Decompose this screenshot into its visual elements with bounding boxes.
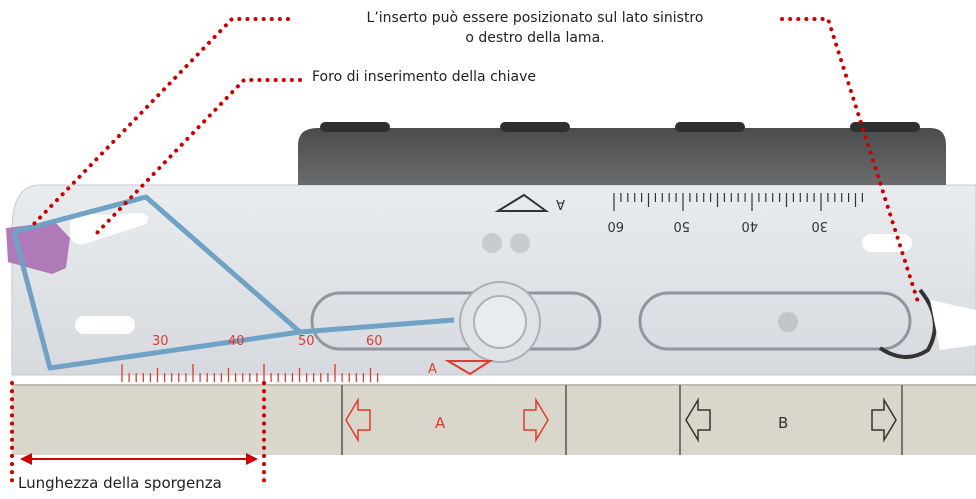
guide-plate (11, 184, 976, 376)
right-arrow-red-icon (523, 397, 549, 443)
bottom-rail (12, 385, 976, 455)
black-label-50: 50 (673, 218, 690, 233)
black-label-40: 40 (741, 218, 758, 233)
black-triangle-icon (494, 193, 550, 212)
black-scale-marker: A (556, 196, 565, 211)
left-arrow-black-icon (685, 397, 711, 443)
housing-knobs (320, 122, 920, 132)
red-scale (121, 364, 379, 382)
left-arrow-red-icon (345, 397, 371, 443)
key-hole-callout: Foro di inserimento della chiave (312, 69, 536, 85)
insert-side-callout: L’inserto può essere posizionato sul lat… (300, 8, 770, 48)
overhang-arrow (20, 453, 258, 465)
red-scale-labels: 30 40 50 60 (152, 334, 383, 349)
red-label-30: 30 (152, 334, 169, 349)
black-scale (613, 193, 864, 211)
callout-dots (10, 17, 920, 489)
plate-slots (70, 213, 912, 351)
red-scale-marker: A (428, 362, 437, 377)
black-label-60: 60 (607, 218, 624, 233)
blade-cutout (878, 288, 976, 359)
red-label-40: 40 (228, 334, 245, 349)
top-housing (298, 128, 946, 185)
black-scale-labels: 60 50 40 30 (607, 218, 828, 233)
button-b-label: B (778, 414, 788, 432)
overhang-length-callout: Lunghezza della sporgenza (18, 474, 222, 492)
insert-side-line1: L’inserto può essere posizionato sul lat… (366, 10, 704, 26)
right-arrow-black-icon (871, 397, 897, 443)
red-label-60: 60 (366, 334, 383, 349)
red-label-50: 50 (298, 334, 315, 349)
button-a-label: A (435, 414, 446, 432)
black-label-30: 30 (811, 218, 828, 233)
insert-side-line2: o destro della lama. (465, 30, 605, 46)
locking-knob (459, 281, 541, 363)
guide-line (11, 194, 455, 371)
red-triangle-icon (444, 360, 494, 376)
